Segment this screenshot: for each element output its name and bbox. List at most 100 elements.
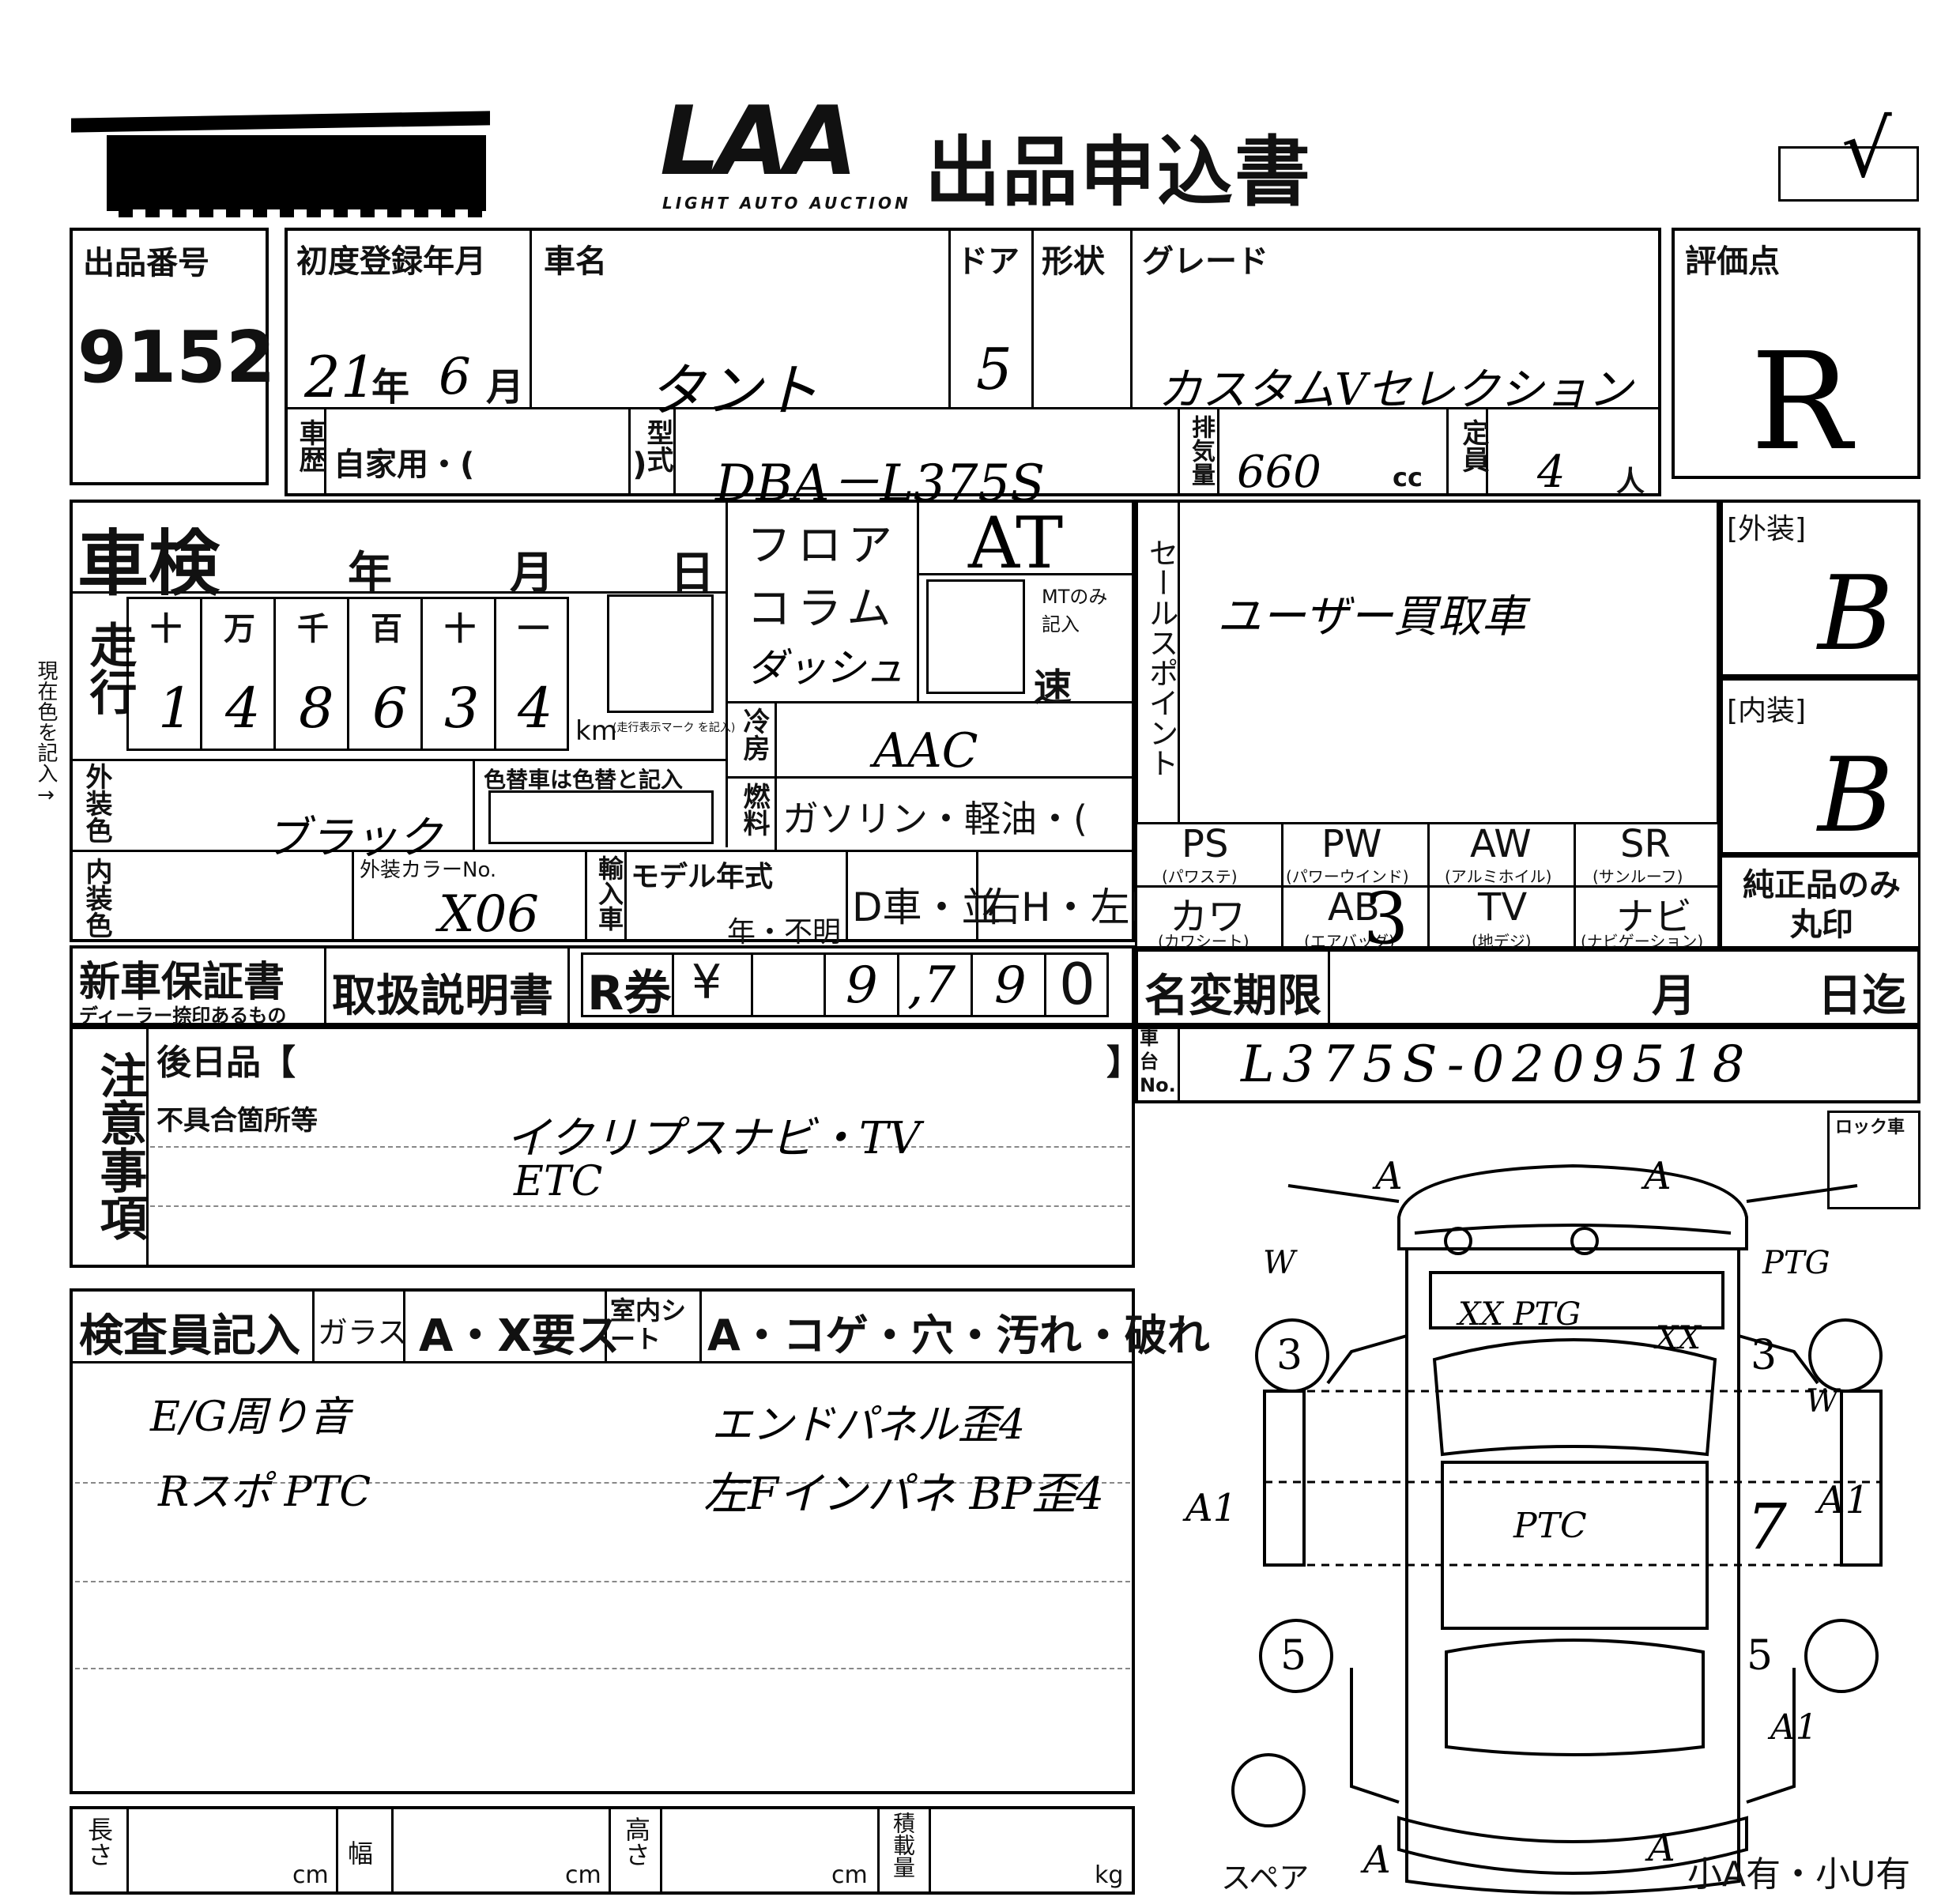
- sales-point-label: セールスポイント: [1144, 537, 1178, 778]
- height-label: 高さ: [621, 1816, 651, 1867]
- notes-defects-label: 不具合箇所等: [156, 1105, 318, 1137]
- form-title: 出品申込書: [925, 128, 1312, 217]
- redaction-bar: [71, 111, 490, 217]
- glass-value[interactable]: A・X要ス: [419, 1311, 620, 1362]
- recycle-label: R券: [587, 966, 672, 1021]
- displacement-label: 排気量: [1187, 415, 1215, 486]
- doors-value: 5: [976, 336, 1012, 402]
- check-mark: √: [1841, 103, 1892, 195]
- payload-label: 積載量: [890, 1812, 916, 1878]
- width-unit: cm: [565, 1861, 601, 1889]
- shift-floor: フロア: [747, 520, 899, 571]
- exterior-grade-value: B: [1818, 553, 1894, 673]
- history-value: 自家用・( ): [334, 447, 647, 483]
- equip-aw: AW: [1470, 822, 1532, 866]
- name-change-day: 日迄: [1818, 971, 1906, 1022]
- sales-point-box: [1135, 500, 1720, 832]
- diag-mark-7: 7: [1747, 1490, 1787, 1563]
- equip-ps-name: (パワステ): [1162, 867, 1238, 886]
- equip-kawa-name: (カワシート): [1158, 932, 1250, 951]
- mileage-unit-0: 十: [150, 611, 182, 647]
- equip-tv-name: (地デジ): [1472, 932, 1532, 951]
- vehicle-info-box: [285, 228, 1661, 496]
- inspector-note1: E/G周り音: [150, 1394, 351, 1441]
- mileage-digit-2: 8: [299, 676, 334, 741]
- width-label: 幅: [348, 1839, 374, 1869]
- small-a-note: 小A有・小U有: [1687, 1854, 1911, 1895]
- chassis-value: L375S-0209518: [1241, 1035, 1753, 1094]
- chassis-box: [1135, 1026, 1920, 1103]
- color-change-box: [488, 790, 714, 844]
- diag-mark-a1-rear: A1: [1770, 1707, 1818, 1748]
- exterior-grade-box: [1720, 500, 1920, 677]
- warranty-note: ディーラー捺印あるもの: [79, 1005, 287, 1027]
- displacement-unit: cc: [1393, 462, 1423, 492]
- inspector-box: [70, 1288, 1135, 1794]
- ac-value: AAC: [873, 723, 978, 779]
- equip-tv: TV: [1478, 885, 1528, 930]
- inspection-year: 年: [348, 548, 392, 599]
- inspector-label: 検査員記入: [79, 1311, 300, 1362]
- length-unit: cm: [292, 1861, 329, 1889]
- notes-line1: イクリプスナビ・TV: [506, 1113, 921, 1164]
- notes-label: 注意事項: [92, 1051, 147, 1241]
- score-value: R: [1751, 324, 1852, 481]
- diag-mark-ptg-right: PTG: [1762, 1245, 1830, 1281]
- recycle-digit-1: 9: [846, 956, 878, 1015]
- height-unit: cm: [831, 1861, 868, 1889]
- equip-pw-name: (パワーウインド): [1286, 867, 1409, 886]
- recycle-digit-2: ,7: [907, 956, 956, 1015]
- diag-mark-xx: XX: [1656, 1320, 1701, 1356]
- diag-mark-a-rl: A: [1363, 1838, 1391, 1882]
- color-label: 外装色: [81, 763, 112, 843]
- import-label: 輸入車: [594, 855, 624, 931]
- genuine-note-box: [1720, 855, 1920, 948]
- seat-value[interactable]: A・コゲ・穴・汚れ・破れ: [707, 1311, 1210, 1360]
- diag-mark-a-fl: A: [1375, 1154, 1403, 1198]
- mt-speed-box: [926, 579, 1025, 694]
- check-box: [1778, 146, 1919, 202]
- color-no-label: 外装カラーNo.: [360, 858, 497, 882]
- chassis-label: 車台No.: [1140, 1027, 1176, 1096]
- glass-label: ガラス: [318, 1315, 408, 1350]
- equip-ps: PS: [1182, 822, 1229, 866]
- capacity-label: 定員: [1457, 419, 1489, 473]
- diag-mark-xx-ptg: XX PTG: [1458, 1296, 1581, 1333]
- handle-option[interactable]: 右H・左H: [982, 884, 1160, 930]
- score-box: [1672, 228, 1920, 479]
- lock-car-label: ロック車: [1835, 1118, 1905, 1137]
- interior-grade-box: [1720, 677, 1920, 855]
- displacement-value: 660: [1237, 447, 1321, 498]
- diag-mark-a1-left: A1: [1185, 1486, 1238, 1530]
- color-change-note: 色替車は色替と記入: [484, 767, 684, 793]
- dealer-option[interactable]: D車・並: [852, 884, 1001, 930]
- interior-grade-label: [内装]: [1727, 695, 1807, 727]
- diag-mark-5-left: 5: [1280, 1632, 1307, 1680]
- inspector-note4: 左Fインパネ BP歪4: [703, 1469, 1105, 1520]
- color-no-value: X06: [439, 885, 539, 944]
- equip-pw: PW: [1321, 822, 1382, 866]
- side-note: 現在色を記入→: [34, 660, 58, 807]
- equip-kawa: カワ: [1170, 895, 1246, 939]
- capacity-value: 4: [1537, 447, 1566, 498]
- equip-navi-name: (ナビゲーション): [1581, 932, 1704, 951]
- recycle-digit-4: 0: [1059, 951, 1095, 1017]
- recycle-digit-3: 9: [994, 956, 1027, 1015]
- car-name-label: 車名: [544, 243, 607, 280]
- lock-car-box: [1827, 1111, 1920, 1209]
- mileage-digit-1: 4: [225, 676, 261, 741]
- score-label: 評価点: [1685, 243, 1780, 280]
- history-label: 車歴: [294, 419, 326, 473]
- mileage-digits: 十 万 千 百 十 一 1 4 8 6 3 4: [126, 597, 569, 755]
- diag-mark-w-right: W: [1806, 1383, 1839, 1420]
- mileage-digit-0: 1: [158, 676, 194, 741]
- diag-mark-3-right: 3: [1751, 1332, 1777, 1379]
- car-damage-diagram: [1231, 1163, 1883, 1895]
- genuine-note: 純正品のみ丸印: [1743, 867, 1901, 943]
- equip-ab-name: (エアバッグ): [1304, 932, 1395, 951]
- shift-value: AT: [968, 502, 1064, 585]
- inspector-note3: エンドパネル歪4: [711, 1401, 1026, 1449]
- exterior-grade-label: [外装]: [1727, 513, 1807, 545]
- spare-label: スペア: [1221, 1861, 1310, 1895]
- model-label: 型式: [642, 419, 673, 473]
